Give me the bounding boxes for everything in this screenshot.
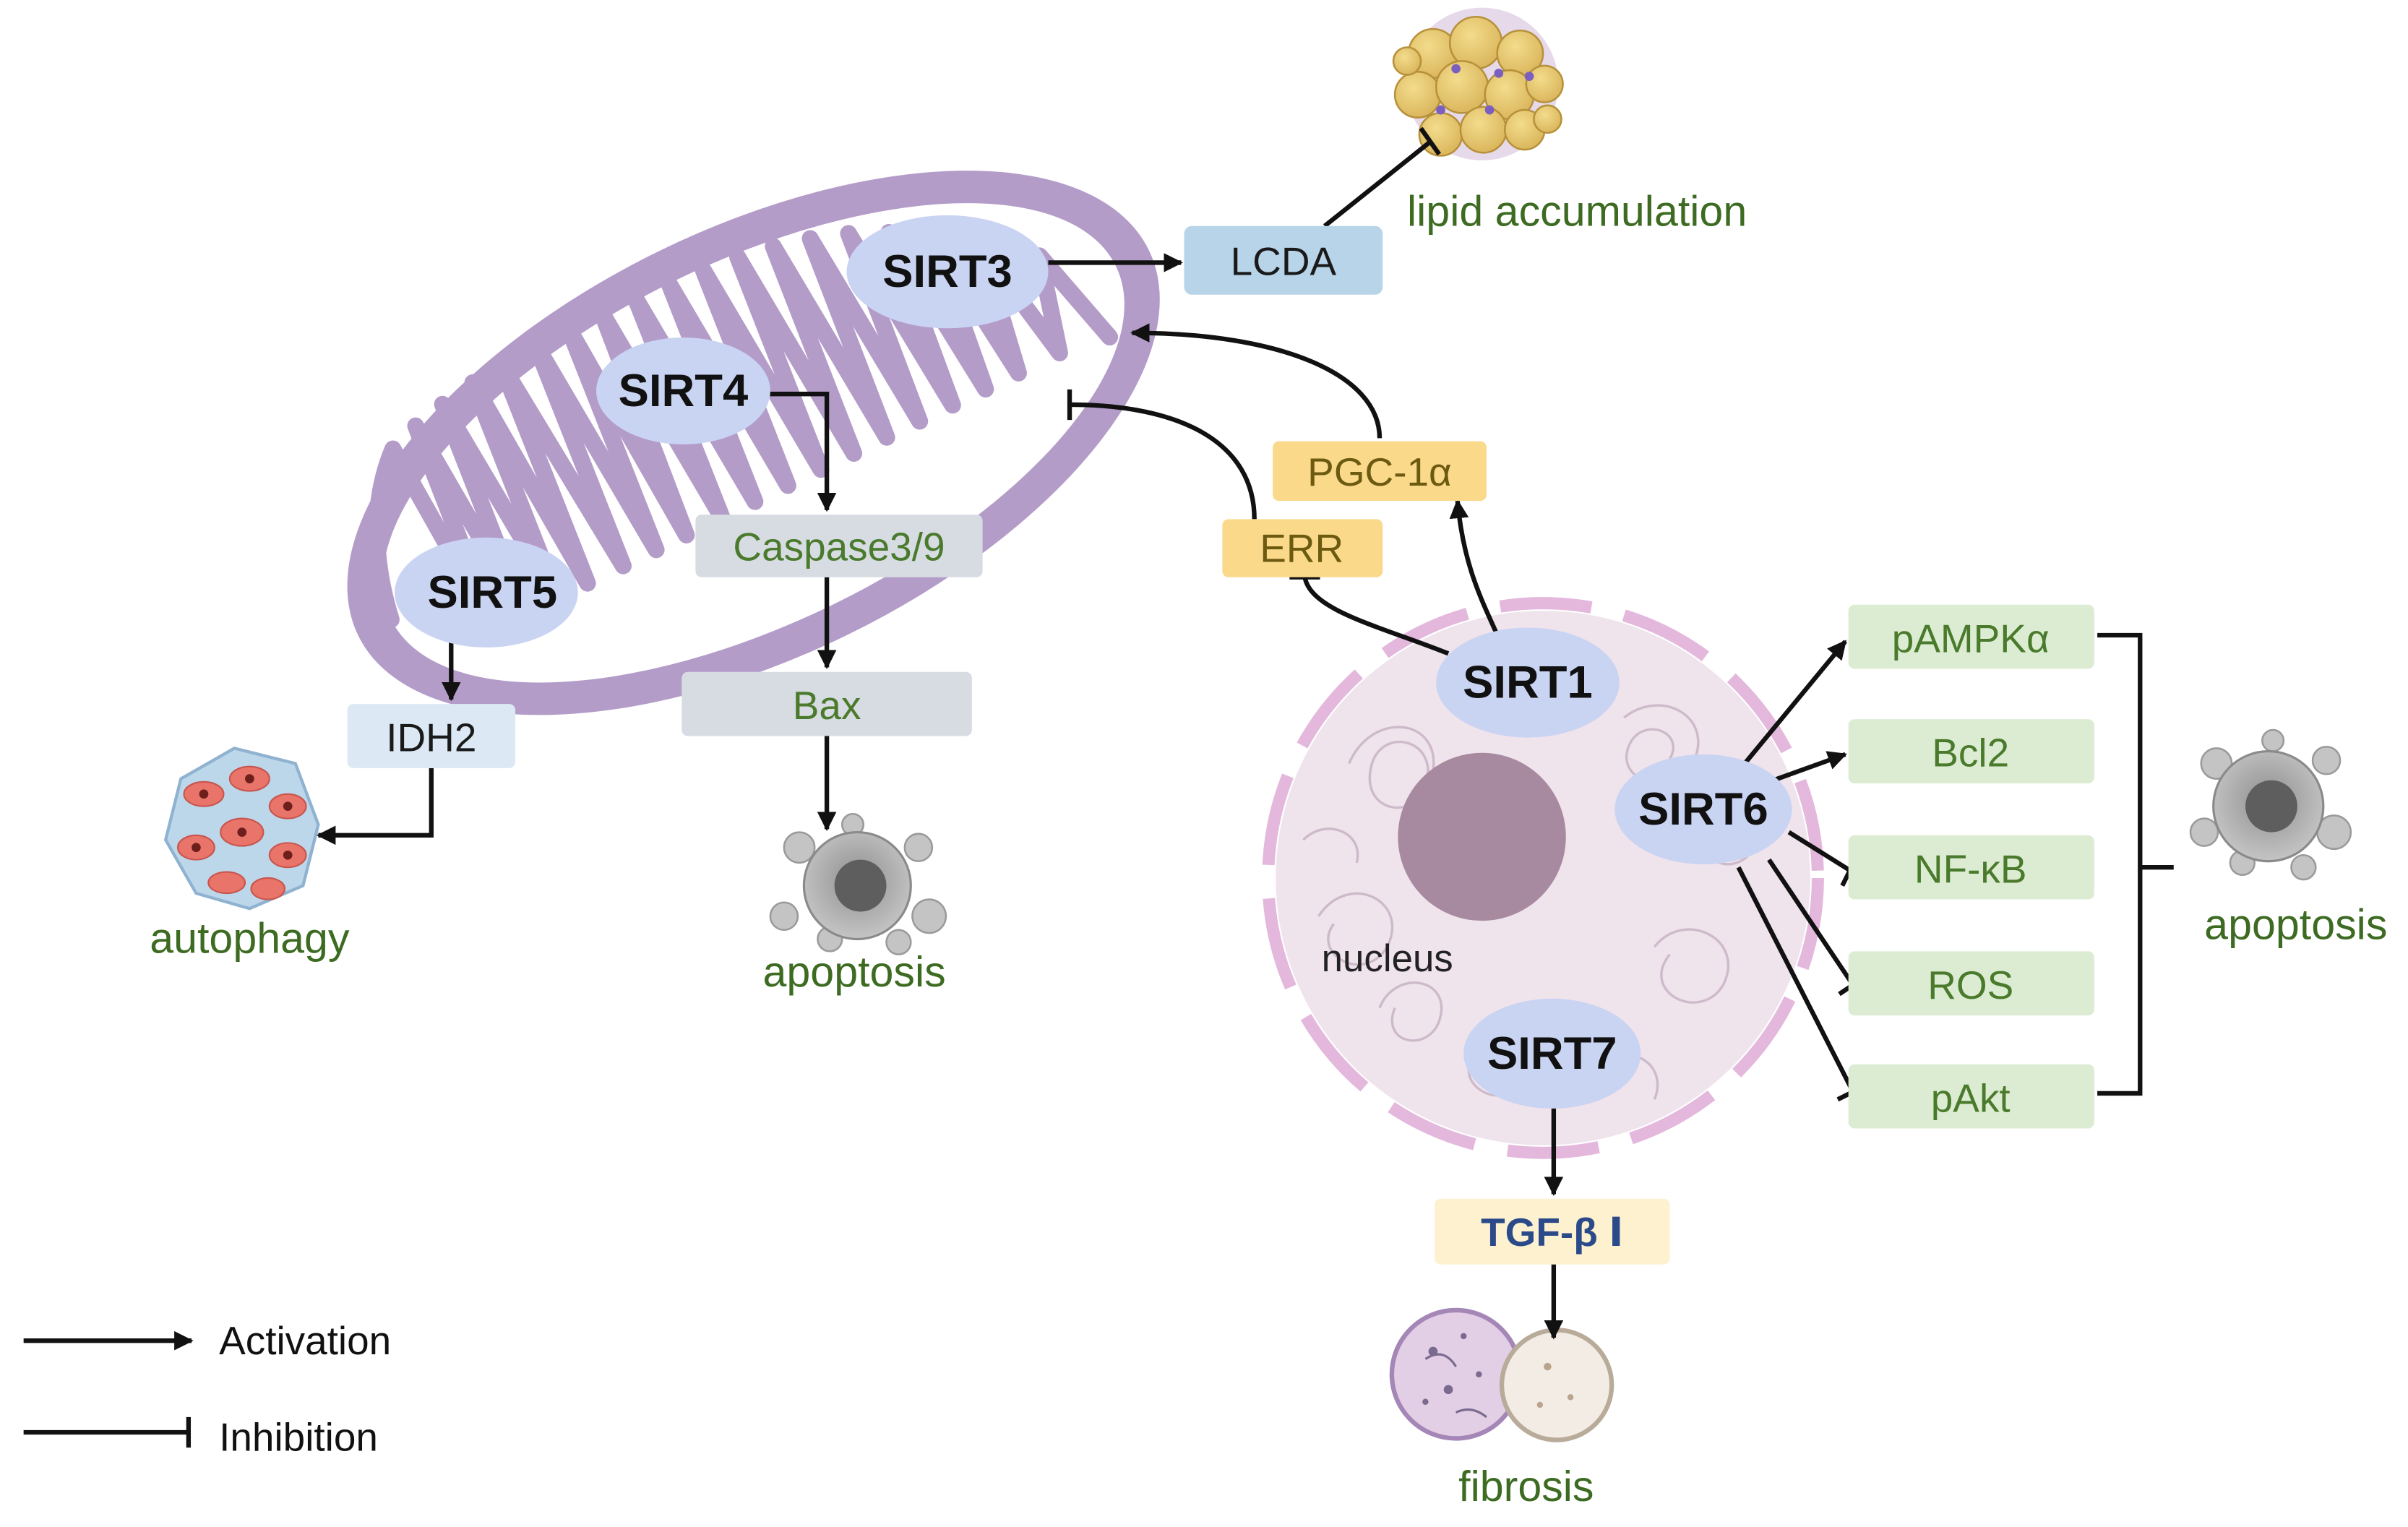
- svg-text:IDH2: IDH2: [386, 715, 476, 760]
- target-bcl2[interactable]: Bcl2: [1848, 719, 2094, 783]
- tgfb-node[interactable]: TGF-β Ⅰ: [1435, 1198, 1670, 1265]
- nucleus: nucleus: [1262, 597, 1824, 1159]
- svg-text:pAMPKα: pAMPKα: [1892, 616, 2050, 661]
- svg-text:Caspase3/9: Caspase3/9: [733, 524, 945, 569]
- sirt5-node[interactable]: SIRT5: [395, 537, 578, 648]
- svg-text:SIRT1: SIRT1: [1463, 658, 1593, 708]
- target-ros[interactable]: ROS: [1848, 951, 2094, 1016]
- idh2-node[interactable]: IDH2: [347, 704, 516, 768]
- target-pampk[interactable]: pAMPKα: [1848, 604, 2094, 669]
- svg-text:SIRT3: SIRT3: [882, 246, 1012, 297]
- svg-text:SIRT5: SIRT5: [428, 567, 558, 618]
- svg-text:Bax: Bax: [793, 683, 861, 728]
- sirt7-node[interactable]: SIRT7: [1463, 998, 1641, 1109]
- apoptosis-label: apoptosis: [2204, 900, 2387, 948]
- apoptotic-cell-icon: [2189, 728, 2352, 881]
- target-nfkb[interactable]: NF-κB: [1848, 835, 2094, 900]
- legend: Activation Inhibition: [23, 1318, 391, 1459]
- bax-node[interactable]: Bax: [681, 671, 972, 736]
- nucleolus: [1398, 752, 1566, 921]
- sirt6-node[interactable]: SIRT6: [1614, 754, 1792, 864]
- lipid-accumulation-label: lipid accumulation: [1407, 187, 1747, 236]
- svg-text:SIRT7: SIRT7: [1487, 1028, 1617, 1079]
- svg-text:ERR: ERR: [1260, 526, 1343, 571]
- svg-text:TGF-β Ⅰ: TGF-β Ⅰ: [1481, 1210, 1623, 1255]
- legend-inhibition-label: Inhibition: [219, 1414, 378, 1459]
- svg-text:pAkt: pAkt: [1931, 1075, 2011, 1120]
- caspase-node[interactable]: Caspase3/9: [695, 515, 983, 577]
- sirt3-node[interactable]: SIRT3: [846, 215, 1049, 329]
- svg-text:Bcl2: Bcl2: [1932, 731, 2009, 775]
- fibrosis-label: fibrosis: [1458, 1462, 1594, 1510]
- apoptosis-label: apoptosis: [763, 947, 946, 996]
- svg-text:ROS: ROS: [1927, 963, 2013, 1007]
- pgc1a-node[interactable]: PGC-1α: [1273, 441, 1487, 502]
- fibrosis-cells-icon: [1389, 1307, 1614, 1442]
- svg-text:NF-κB: NF-κB: [1914, 846, 2027, 891]
- svg-text:PGC-1α: PGC-1α: [1307, 450, 1452, 494]
- target-pakt[interactable]: pAkt: [1848, 1064, 2094, 1129]
- autophagy-label: autophagy: [150, 914, 350, 963]
- legend-activation-label: Activation: [219, 1318, 391, 1363]
- svg-text:LCDA: LCDA: [1231, 238, 1337, 283]
- sirt1-node[interactable]: SIRT1: [1436, 627, 1620, 738]
- svg-text:SIRT4: SIRT4: [619, 366, 749, 416]
- svg-text:SIRT6: SIRT6: [1638, 784, 1768, 835]
- lipid-droplets-icon: [1392, 7, 1564, 160]
- sirt4-node[interactable]: SIRT4: [596, 337, 770, 444]
- lcda-node[interactable]: LCDA: [1184, 225, 1383, 295]
- autophagy-cells-icon: [163, 747, 320, 911]
- err-node[interactable]: ERR: [1222, 519, 1383, 577]
- apoptotic-cell-icon: [769, 812, 947, 955]
- nucleus-label: nucleus: [1322, 937, 1453, 980]
